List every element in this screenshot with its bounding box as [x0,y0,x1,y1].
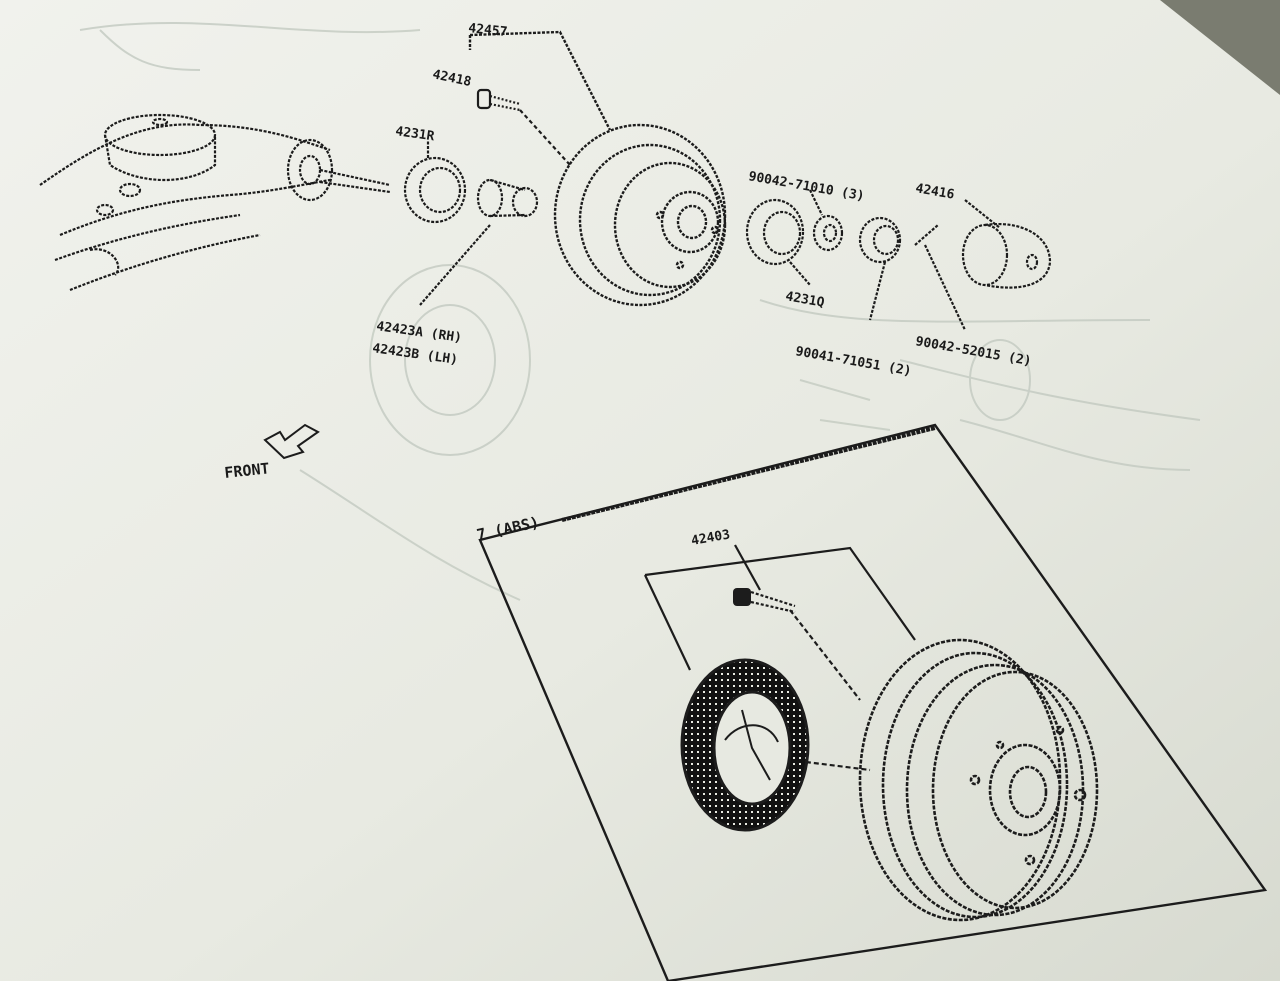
nut-and-cotter-pin [858,216,966,331]
outer-bearing-4231Q [745,198,811,286]
hub-drum-42457 [468,30,727,307]
abs-sensor-ring [680,658,810,832]
part-label-cap: 42416 [914,181,955,203]
abs-sensor-bolt [733,588,796,614]
front-label: FRONT [224,459,271,482]
grease-cap-42416 [961,199,1052,289]
bleed-through [79,21,1201,601]
abs-inset-frame [478,423,1268,981]
spacer-42423 [419,178,539,306]
abs-brake-drum [858,638,1099,922]
part-label-inner-bearing: 4231R [394,124,435,144]
abs-leader-lines [644,544,916,772]
washer-90042-71010 [809,189,844,252]
inner-bearing-4231R [403,140,467,224]
axle-knuckle-drawing [39,113,391,292]
hub-bolt-42418 [476,88,571,166]
part-label-hub-assembly: 42457 [468,21,508,40]
part-label-abs-drum: 42403 [690,527,731,549]
front-arrow-icon [263,423,320,460]
part-label-outer-bearing: 4231Q [784,289,825,311]
